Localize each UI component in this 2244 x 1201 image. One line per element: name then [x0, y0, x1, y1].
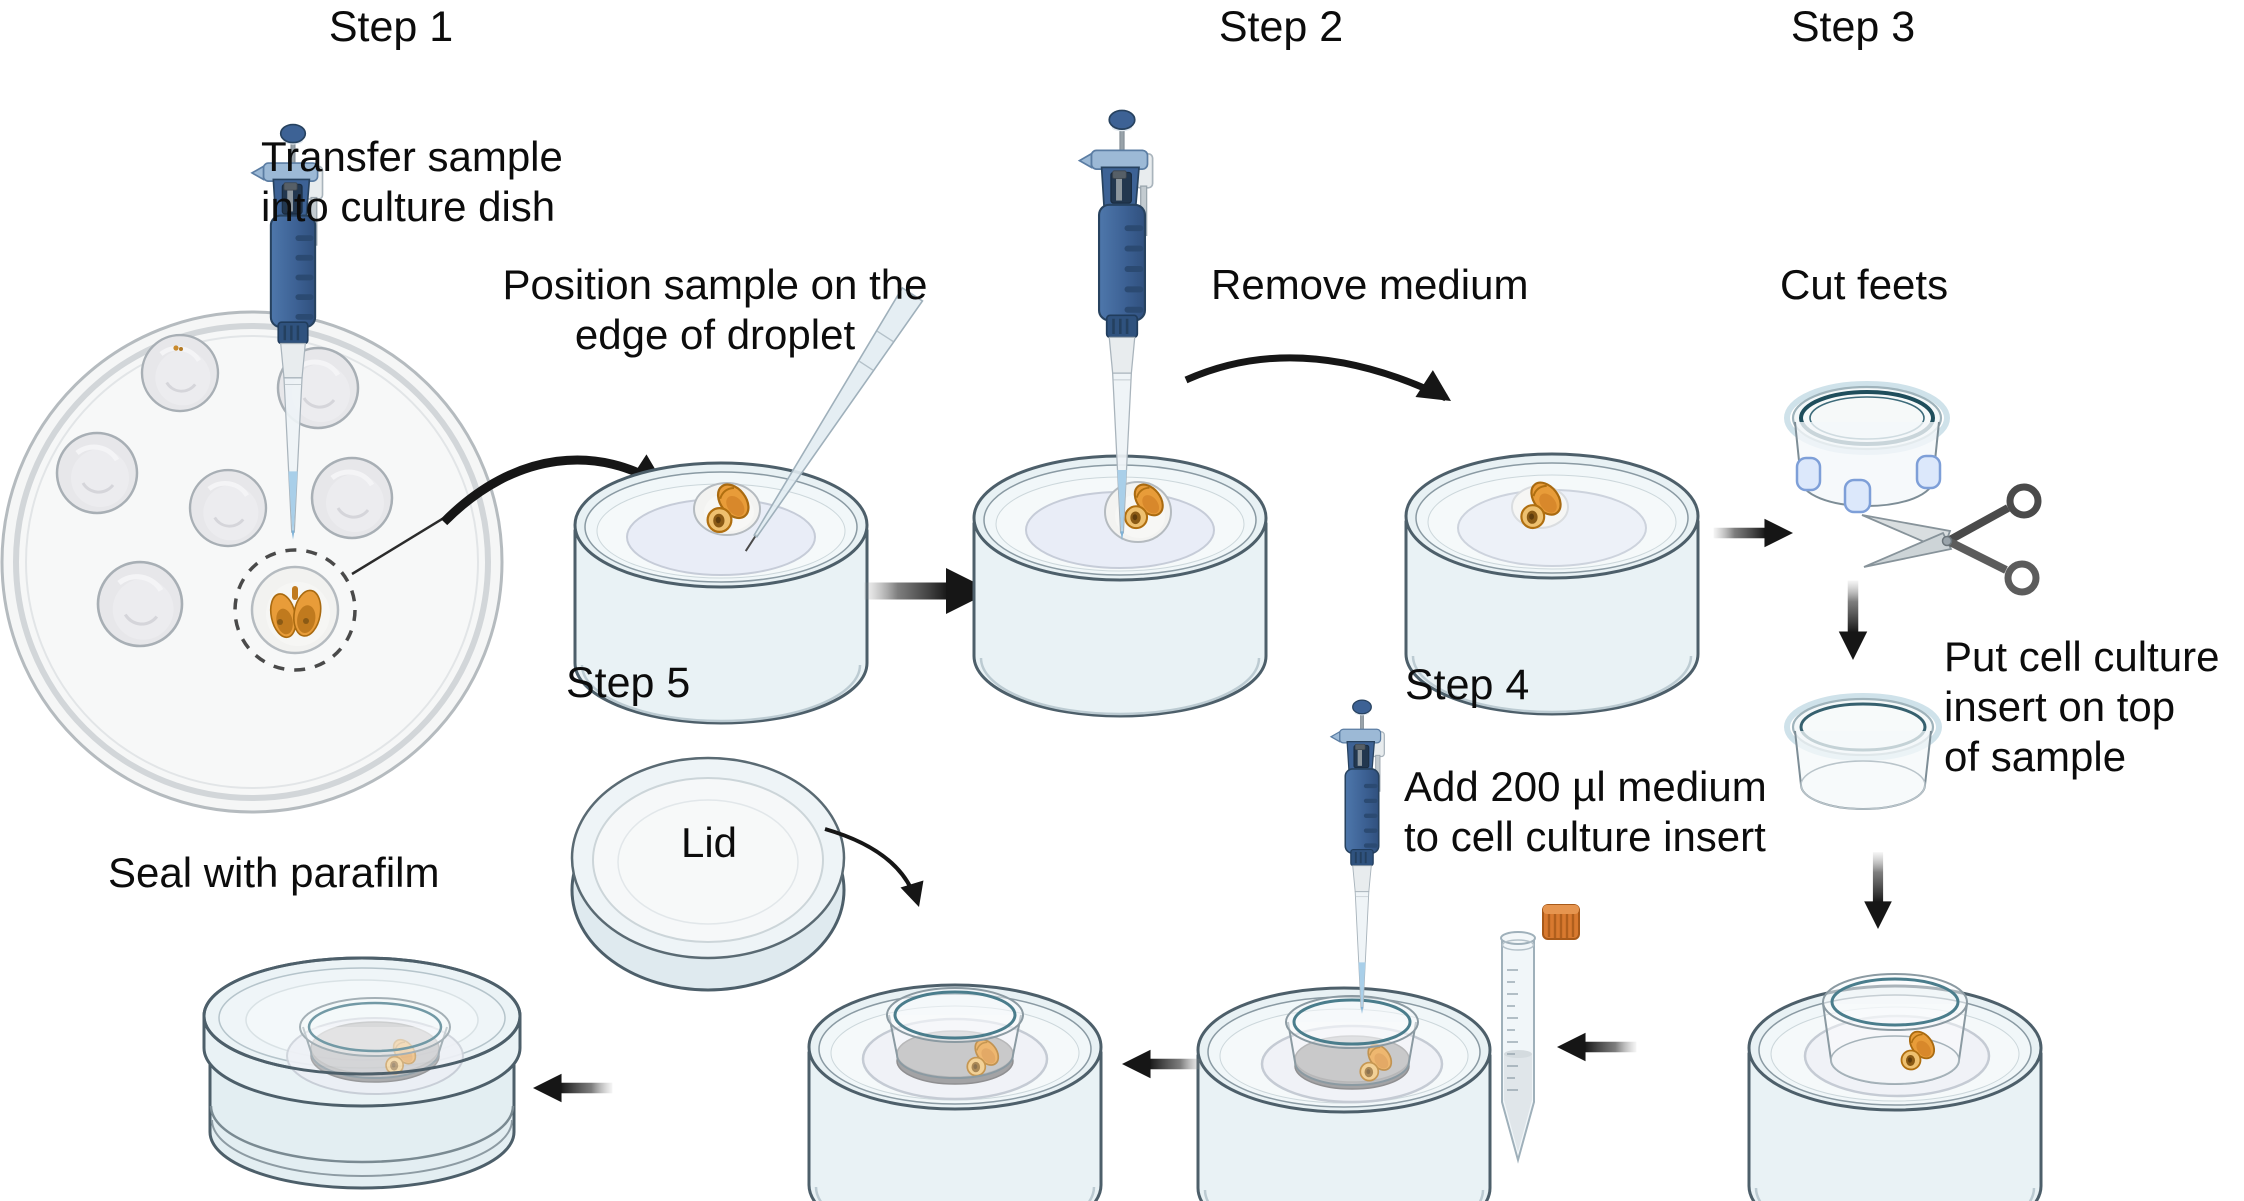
arrow-cut-down	[1838, 580, 1868, 660]
caption-lid: Lid	[680, 819, 738, 866]
arrow-insert-down	[1864, 852, 1892, 929]
step3-label: Step 3	[1790, 3, 1916, 51]
caption-transfer-sample: Transfer sample into culture dish	[261, 133, 563, 230]
culture-dish-no-medium	[1404, 452, 1700, 716]
tube-cap-icon	[1542, 904, 1580, 940]
conical-tube-icon	[1500, 904, 1580, 1164]
arrow-to-step3	[1713, 518, 1793, 548]
insert-in-dish	[1822, 973, 1968, 1085]
dish-with-insert-on-sample	[1747, 973, 2043, 1201]
arrow-to-step4	[1557, 1032, 1637, 1062]
insert-feet	[1795, 454, 1942, 514]
caption-add-medium: Add 200 µl medium to cell culture insert	[1404, 763, 1767, 860]
caption-remove-medium: Remove medium	[1211, 261, 1529, 308]
lid-icon	[570, 756, 846, 992]
dish-step4-add-medium	[1196, 986, 1492, 1201]
caption-seal-parafilm: Seal with parafilm	[108, 849, 440, 896]
sealed-dish-with-parafilm	[202, 956, 522, 1190]
lid-curved-arrow	[824, 827, 924, 907]
lung-sample-icon	[269, 586, 322, 639]
remove-medium-curved-arrow	[1184, 354, 1451, 402]
step2-label: Step 2	[1218, 3, 1344, 51]
glass-tip-icon	[744, 286, 924, 552]
insert-seen-through-lid	[286, 997, 464, 1095]
dish-step5	[807, 983, 1103, 1201]
parafilm-band	[209, 1105, 515, 1164]
cell-culture-insert-cut-icon	[1787, 696, 1939, 809]
caption-put-insert: Put cell culture insert on top of sample	[1944, 633, 2220, 780]
step5-label: Step 5	[566, 659, 691, 707]
scissors-icon	[1861, 483, 2042, 596]
arrow-to-seal	[533, 1073, 613, 1103]
insert-with-medium	[1285, 995, 1419, 1090]
tube-graduations	[1507, 969, 1518, 1091]
caption-position-sample: Position sample on the edge of droplet	[502, 261, 928, 358]
step4-label: Step 4	[1405, 661, 1530, 709]
insert-with-medium	[886, 987, 1024, 1085]
step1-label: Step 1	[328, 3, 454, 51]
dashed-selection-circle	[233, 548, 357, 672]
selected-droplet-with-sample	[250, 565, 340, 655]
cell-culture-insert-with-feet-icon	[1784, 381, 1950, 514]
tiny-sample-speck	[173, 345, 183, 351]
caption-cut-feets: Cut feets	[1780, 261, 1949, 308]
source-culture-dish-top-view	[0, 310, 504, 814]
pipette-step4-icon	[1329, 698, 1386, 1016]
arrow-to-step5	[1122, 1049, 1202, 1079]
culture-dish-step1	[573, 286, 924, 725]
